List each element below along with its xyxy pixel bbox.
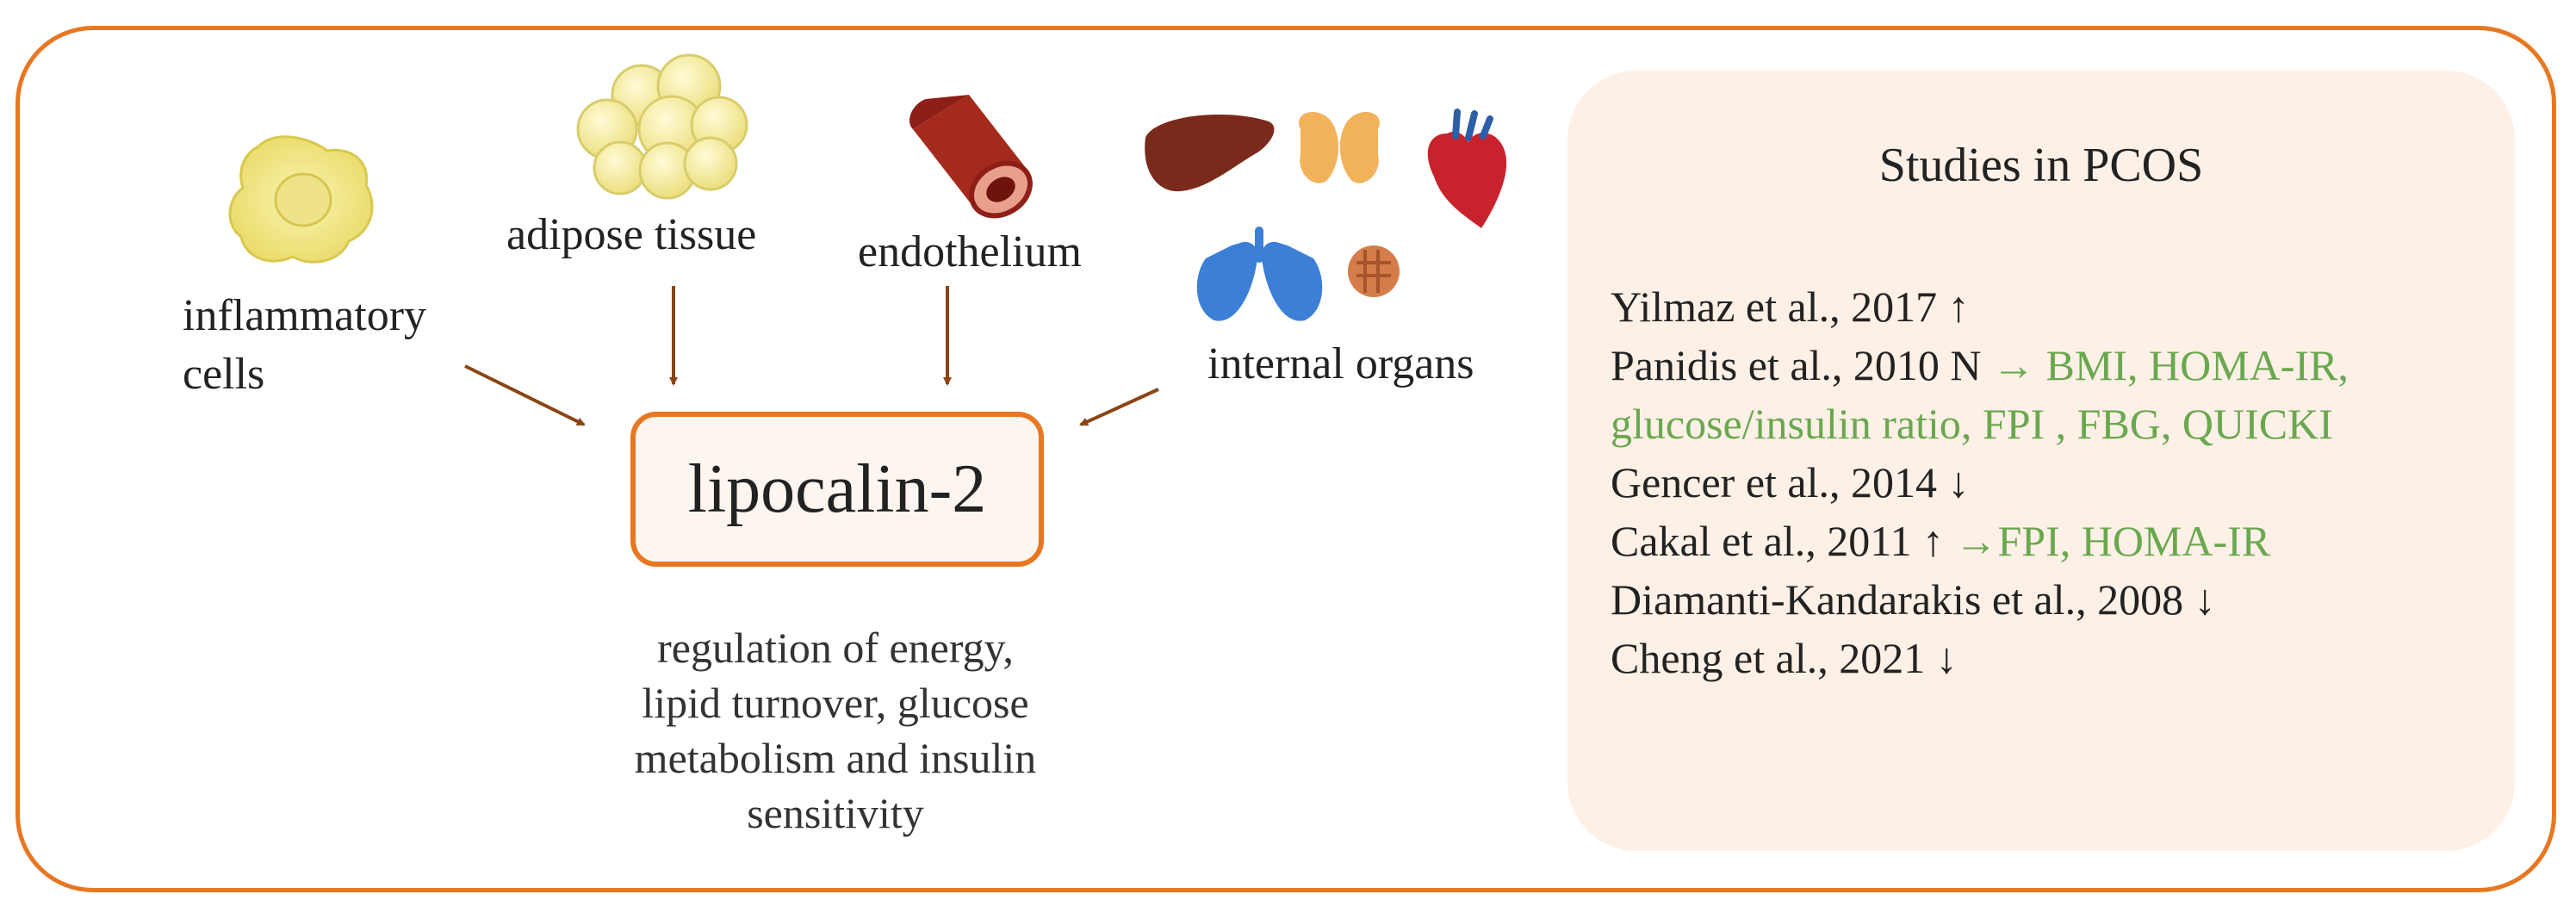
internal-organs-label: internal organs	[1207, 339, 1474, 388]
study-row: glucose/insulin ratio, FPI , FBG, QUICKI	[1611, 394, 2515, 453]
blood-vessel-icon	[909, 95, 1033, 219]
endothelium-label: endothelium	[858, 227, 1082, 276]
functions-text: regulation of energy, lipid turnover, gl…	[517, 620, 1154, 841]
study-note: →FPI, HOMA-IR	[1954, 517, 2271, 565]
function-line: regulation of energy,	[657, 624, 1014, 672]
adipose-cells-icon	[576, 53, 748, 200]
study-note: → BMI, HOMA-IR,	[1992, 341, 2349, 389]
studies-title: Studies in PCOS	[1878, 139, 2204, 192]
study-citation: Yilmaz et al., 2017 ↑	[1611, 283, 1970, 331]
function-line: sensitivity	[747, 789, 924, 837]
study-row: Diamanti-Kandarakis et al., 2008 ↓	[1611, 570, 2515, 629]
study-citation: Cakal et al., 2011 ↑	[1611, 517, 1955, 565]
cells-label-line: cells	[183, 350, 265, 399]
lungs-icon	[1196, 227, 1323, 321]
function-line: lipid turnover, glucose	[642, 679, 1029, 727]
function-line: metabolism and insulin	[634, 734, 1037, 782]
inflammatory-cell-icon	[228, 135, 374, 264]
heart-icon	[1427, 109, 1507, 228]
study-citation: Cheng et al., 2021 ↓	[1611, 634, 1958, 682]
study-row: Cakal et al., 2011 ↑ →FPI, HOMA-IR	[1611, 512, 2515, 570]
kidney-icon	[1299, 111, 1380, 183]
study-citation: Panidis et al., 2010 N	[1611, 341, 1993, 389]
adipose-tissue-label: adipose tissue	[506, 210, 757, 259]
study-citation: Gencer et al., 2014 ↓	[1611, 458, 1970, 506]
lipocalin-2-box: lipocalin-2	[630, 412, 1044, 567]
study-note: glucose/insulin ratio, FPI , FBG, QUICKI	[1611, 400, 2333, 448]
study-row: Yilmaz et al., 2017 ↑	[1611, 277, 2515, 336]
study-citation: Diamanti-Kandarakis et al., 2008 ↓	[1611, 575, 2216, 624]
study-row: Cheng et al., 2021 ↓	[1611, 629, 2515, 687]
inflammatory-label-line: inflammatory	[183, 291, 427, 340]
diagram-frame	[16, 26, 2556, 892]
studies-list: Yilmaz et al., 2017 ↑ Panidis et al., 20…	[1611, 277, 2515, 687]
lipocalin-2-label: lipocalin-2	[687, 450, 987, 527]
pancreas-icon	[1348, 245, 1400, 297]
arrow-internal-organs	[1079, 388, 1159, 426]
study-row: Panidis et al., 2010 N → BMI, HOMA-IR,	[1611, 336, 2515, 394]
liver-icon	[1145, 114, 1275, 192]
arrow-inflammatory	[464, 364, 586, 426]
study-row: Gencer et al., 2014 ↓	[1611, 453, 2515, 512]
studies-panel	[1567, 71, 2515, 851]
inflammatory-cells-label: inflammatory cells	[183, 287, 426, 404]
